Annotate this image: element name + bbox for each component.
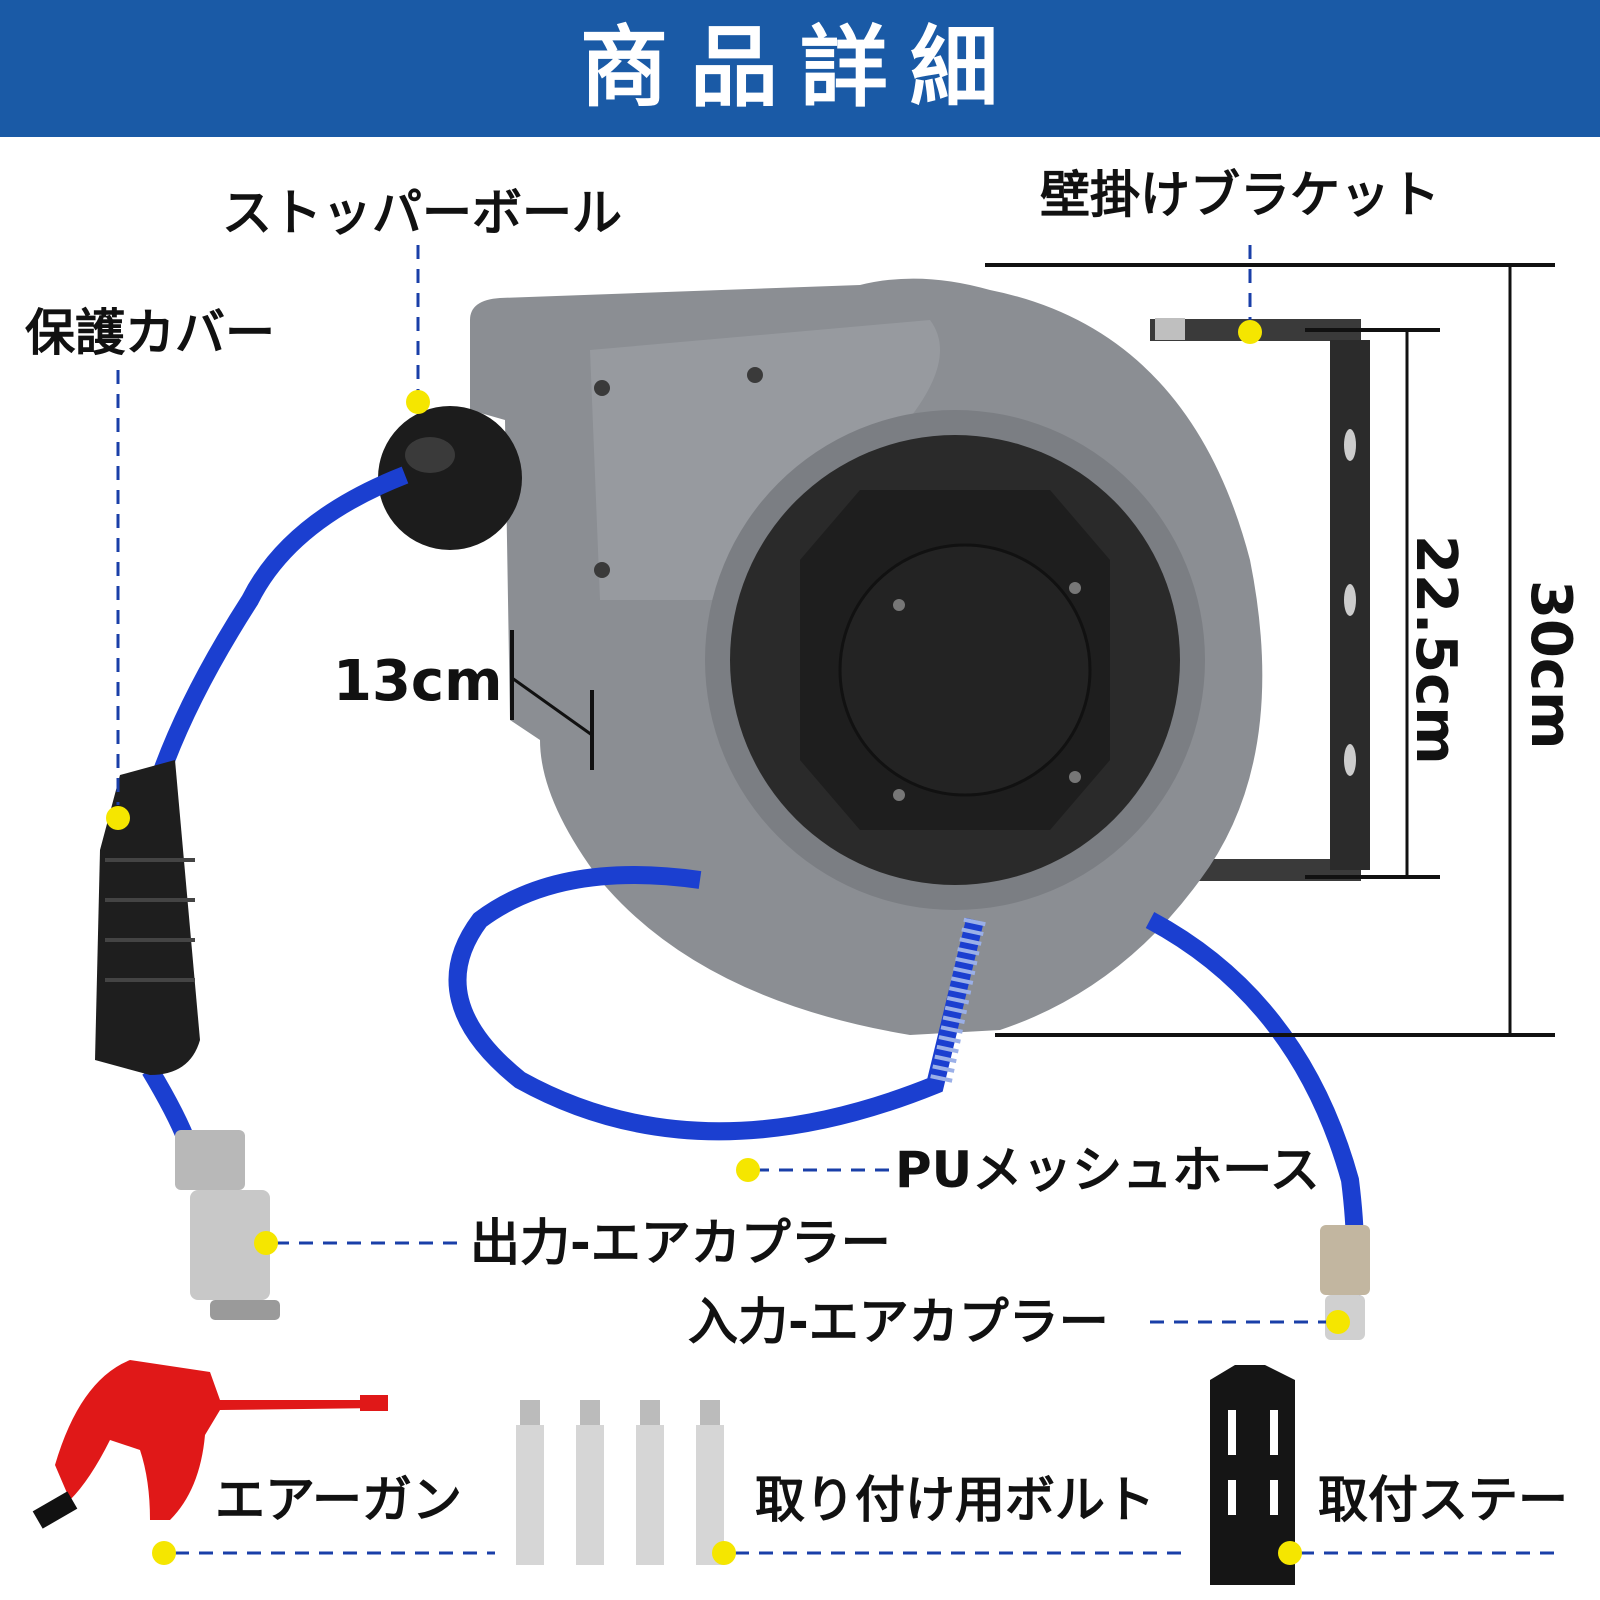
marker-dots (106, 320, 1350, 1565)
air-gun-marker (152, 1541, 176, 1565)
input-coupler-label: 入力-エアカプラー (688, 1293, 1109, 1351)
protective-cover-marker (106, 806, 130, 830)
stopper-ball-image (378, 406, 522, 550)
page-title: 商品詳細 (579, 16, 1020, 119)
mounting-stay-image (1210, 1365, 1295, 1585)
protective-cover-label: 保護カバー (25, 304, 275, 362)
air-gun-image (32, 1360, 388, 1529)
stopper-ball-marker (406, 390, 430, 414)
mounting-bolts-image (516, 1400, 724, 1565)
depth-dimension-label: 13cm (333, 649, 503, 714)
dimension-lines (510, 263, 1555, 1037)
bracket-height-dimension-label: 22.5cm (1403, 535, 1468, 765)
pu-mesh-hose-marker (736, 1158, 760, 1182)
mounting-bolts-marker (712, 1541, 736, 1565)
overall-height-dimension-label: 30cm (1518, 580, 1583, 750)
mounting-stay-marker (1278, 1541, 1302, 1565)
mounting-stay-label: 取付ステー (1318, 1471, 1568, 1529)
air-gun-label: エアーガン (215, 1471, 462, 1529)
input-coupler-marker (1326, 1310, 1350, 1334)
stopper-ball-label: ストッパーボール (222, 184, 622, 242)
output-coupler-marker (254, 1231, 278, 1255)
pu-mesh-hose-label: PUメッシュホース (895, 1141, 1320, 1199)
hose-reel-body (470, 278, 1263, 1036)
mounting-bolts-label: 取り付け用ボルト (755, 1471, 1155, 1529)
wall-bracket-marker (1238, 320, 1262, 344)
output-coupler-label: 出力-エアカプラー (470, 1214, 891, 1272)
leader-lines (116, 245, 1555, 1555)
output-coupler-image (175, 1130, 280, 1320)
protective-cover-image (95, 760, 200, 1075)
wall-bracket-label: 壁掛けブラケット (1040, 166, 1440, 224)
header-banner: 商品詳細 (0, 0, 1600, 137)
